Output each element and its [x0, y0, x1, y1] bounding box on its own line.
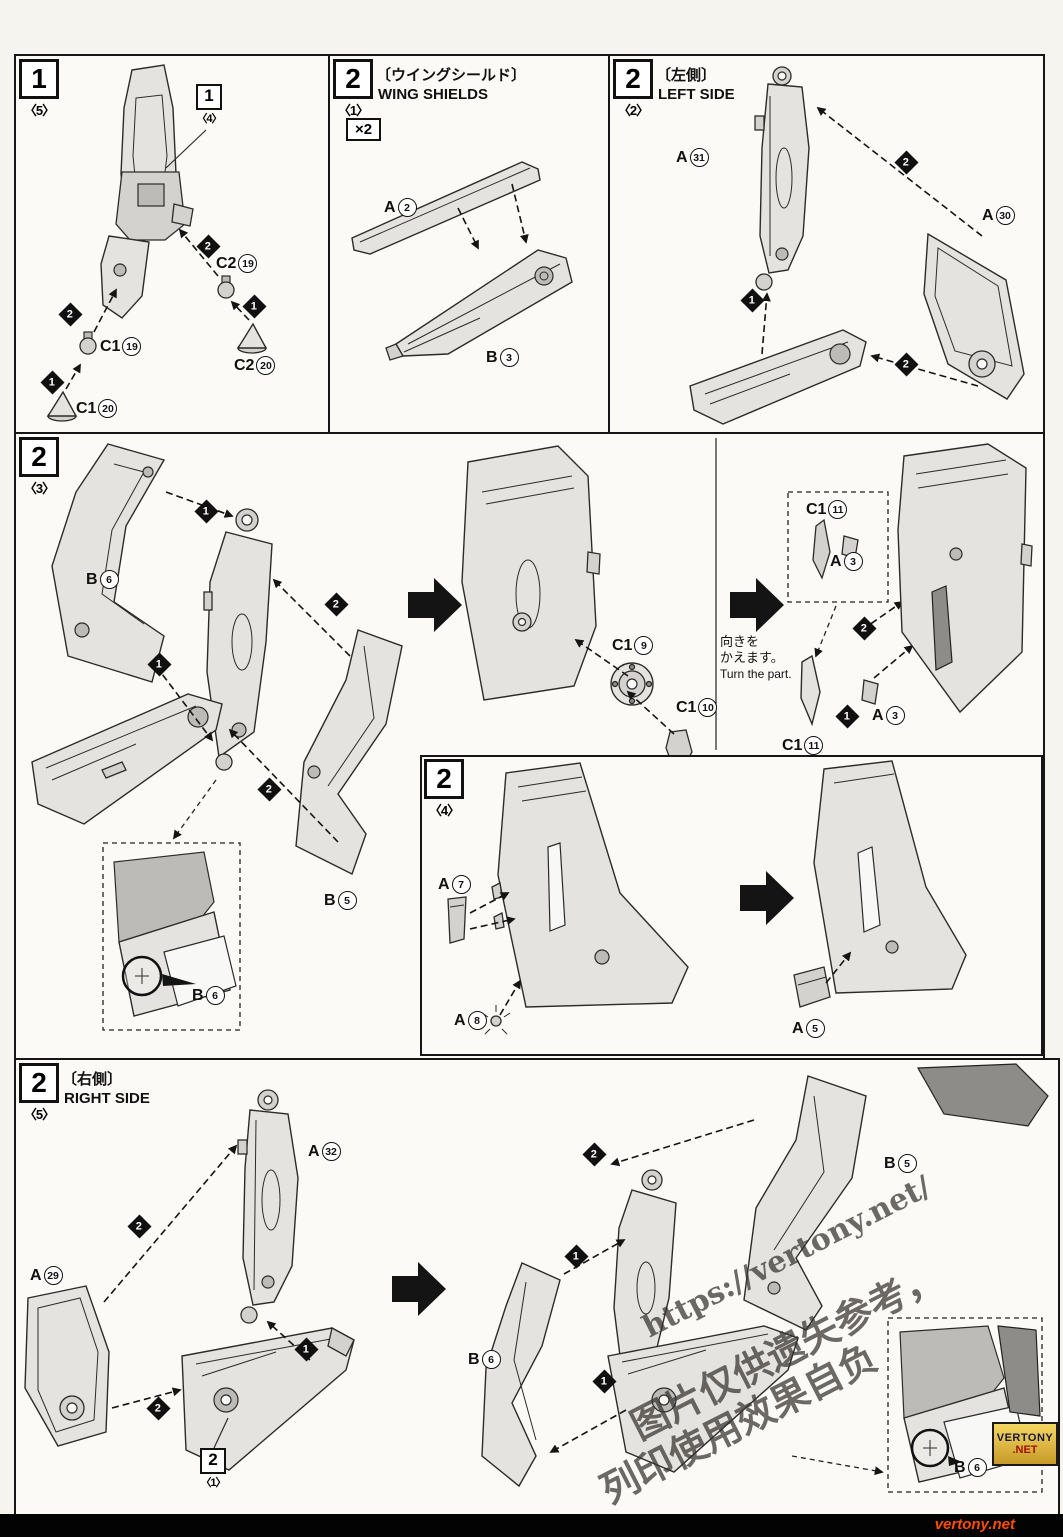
step-number: 2 〈5〉 [19, 1063, 59, 1123]
wing-left-drawing [181, 1327, 355, 1471]
wing-right-drawing [607, 1325, 799, 1473]
step-number: 2 〈4〉 [424, 759, 464, 819]
section-title-jp: 〔ウイングシールド〕 [376, 67, 527, 84]
fin-right-drawing [813, 760, 967, 994]
disc-c1-9-drawing [610, 662, 654, 706]
fin-left-drawing [491, 762, 689, 1008]
step-number: 2 〈2〉 [613, 59, 653, 119]
step-number: 1 〈5〉 [19, 59, 59, 119]
vertony-logo: VERTONY .NET [992, 1422, 1058, 1466]
wing-drawing [31, 693, 223, 825]
footer-bar: vertony.net [0, 1514, 1063, 1537]
panel4b-drawing [447, 760, 967, 1035]
bracket-b6-drawing [481, 1262, 561, 1488]
next-step-arrow-icon [730, 578, 784, 632]
wing-shield-blade-drawing [351, 161, 541, 255]
vertony-logo-text: VERTONY [996, 1432, 1054, 1444]
peg-a7-drawing [447, 896, 467, 944]
detail-inset-box [887, 1317, 1043, 1493]
frame-piece-a32-drawing [237, 1089, 299, 1324]
right-fin-drawing [897, 443, 1033, 714]
middle-fin-drawing [461, 445, 601, 701]
step-number: 2 〈1〉 [333, 59, 373, 119]
panel-piece-a30-drawing [923, 232, 1025, 400]
next-step-arrow-icon [740, 871, 794, 925]
tail-assembly-drawing [100, 64, 207, 319]
vertony-logo-net: .NET [1012, 1444, 1038, 1456]
multiplier-badge: ×2 [346, 118, 382, 141]
next-step-arrow-icon [392, 1262, 446, 1316]
turn-part-note: 向きを かえます。 Turn the part. [720, 634, 792, 681]
step-substep-value: 〈5〉 [23, 103, 55, 118]
footer-site-text: vertony.net [934, 1516, 1015, 1533]
panel2-drawing [351, 161, 573, 361]
section-title-jp: 〔左側〕 [656, 67, 717, 84]
step-number: 2 〈3〉 [19, 437, 59, 497]
panel3-drawing [689, 66, 1025, 425]
panel5-drawing [24, 1063, 1049, 1493]
section-title-jp: 〔右側〕 [62, 1071, 123, 1088]
section-title-en: RIGHT SIDE [64, 1090, 150, 1107]
bracket-b5-drawing [295, 629, 403, 875]
section-title-en: WING SHIELDS [378, 86, 489, 103]
small-parts-drawing [800, 654, 879, 727]
section-title-en: LEFT SIDE [658, 86, 735, 103]
next-step-arrow-icon [408, 578, 462, 632]
panel1-drawing [46, 64, 268, 422]
panel4-drawing [31, 438, 1033, 1031]
peg-chain-right-drawing [178, 228, 268, 354]
bracket-b5-drawing [743, 1075, 867, 1331]
step-callout-ref: 1 〈4〉 [196, 84, 223, 125]
bracket-b6-drawing [51, 443, 166, 683]
wing-shield-body-drawing [385, 249, 573, 361]
panel-piece-a29-drawing [24, 1285, 110, 1447]
step-number-value: 1 [19, 59, 59, 99]
dark-corner-part-drawing [916, 1063, 1049, 1127]
peg-chain-left-drawing [46, 288, 117, 422]
frame-piece-a31-drawing [754, 66, 810, 291]
block-a5-drawing [793, 966, 831, 1008]
wing-piece-drawing [689, 329, 867, 425]
step-callout-ref: 2 〈1〉 [200, 1448, 227, 1489]
